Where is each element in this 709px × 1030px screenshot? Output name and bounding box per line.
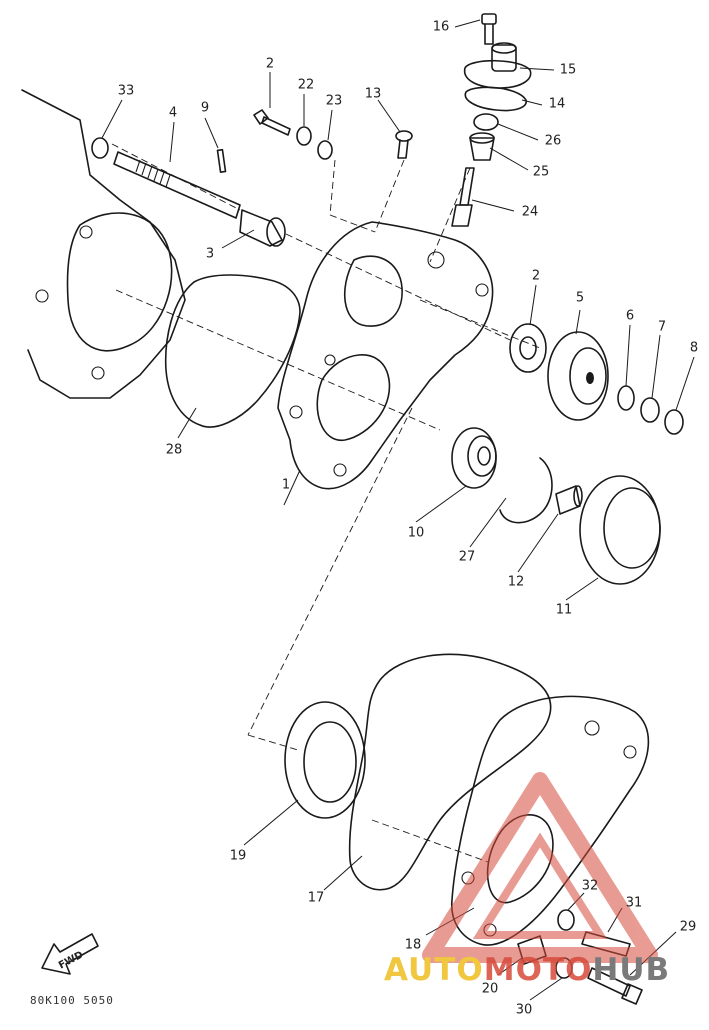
callout-31: 31 — [625, 895, 643, 911]
washer-6 — [617, 385, 635, 411]
callout-33: 33 — [117, 83, 135, 99]
callout-2: 2 — [531, 268, 541, 284]
callout-13: 13 — [364, 86, 382, 102]
bolt-16 — [481, 13, 497, 45]
callout-24: 24 — [521, 204, 539, 220]
pump-shaft-4 — [113, 151, 241, 219]
seal-26 — [473, 113, 499, 131]
seal-19 — [284, 701, 366, 819]
washer-33 — [91, 137, 109, 159]
bolt-29 — [587, 967, 643, 1005]
callout-27: 27 — [458, 549, 476, 565]
callout-3: 3 — [205, 246, 215, 262]
watermark-logo-icon — [422, 772, 658, 963]
washer-7 — [640, 397, 660, 423]
callout-32: 32 — [581, 878, 599, 894]
forward-arrow-icon — [41, 933, 99, 975]
callout-5: 5 — [575, 290, 585, 306]
callout-14: 14 — [548, 96, 566, 112]
callout-29: 29 — [679, 919, 697, 935]
washer-23 — [317, 140, 333, 160]
bearing-10 — [451, 427, 497, 489]
callout-26: 26 — [544, 133, 562, 149]
callout-23: 23 — [325, 93, 343, 109]
engine-case-outline — [21, 89, 186, 399]
callout-16: 16 — [432, 19, 450, 35]
washer-32 — [557, 909, 575, 931]
callout-17: 17 — [307, 890, 325, 906]
watermark-part-2: MOTO — [483, 952, 593, 988]
bushing-25 — [469, 132, 495, 161]
callout-25: 25 — [532, 164, 550, 180]
gasket-14 — [464, 86, 527, 112]
diagram-code: 80K100 5050 — [30, 994, 114, 1007]
bolt-2-top — [253, 109, 291, 136]
circlip-8 — [664, 409, 684, 435]
screw-13 — [395, 130, 413, 159]
callout-10: 10 — [407, 525, 425, 541]
gasket-28 — [164, 274, 301, 428]
callout-30: 30 — [515, 1002, 533, 1018]
pump-housing-1 — [277, 221, 494, 490]
fitting-15 — [463, 42, 532, 89]
pin-12 — [555, 485, 583, 515]
watermark-part-3: HUB — [592, 952, 671, 988]
gear-11 — [579, 475, 661, 585]
watermark-part-1: AUTO — [384, 952, 484, 988]
watermark-text: AUTOMOTOHUB — [384, 952, 670, 988]
callout-15: 15 — [559, 62, 577, 78]
circlip-27 — [499, 457, 553, 524]
callout-4: 4 — [168, 105, 178, 121]
callout-2: 2 — [265, 56, 275, 72]
drive-gear-24 — [451, 167, 475, 227]
callout-1: 1 — [281, 477, 291, 493]
callout-7: 7 — [657, 319, 667, 335]
callout-18: 18 — [404, 937, 422, 953]
callout-8: 8 — [689, 340, 699, 356]
gasket-17 — [348, 653, 552, 891]
callout-20: 20 — [481, 981, 499, 997]
assembly-lines — [111, 143, 541, 863]
callout-12: 12 — [507, 574, 525, 590]
washer-22 — [296, 126, 312, 146]
gear-5 — [547, 331, 609, 421]
bearing-2-right — [509, 323, 547, 373]
callout-11: 11 — [555, 602, 573, 618]
callout-6: 6 — [625, 308, 635, 324]
callout-19: 19 — [229, 848, 247, 864]
callout-28: 28 — [165, 442, 183, 458]
pin-9 — [216, 148, 227, 173]
callout-22: 22 — [297, 77, 315, 93]
leader-lines — [101, 19, 695, 1001]
callout-9: 9 — [200, 100, 210, 116]
collar-3 — [239, 209, 286, 247]
